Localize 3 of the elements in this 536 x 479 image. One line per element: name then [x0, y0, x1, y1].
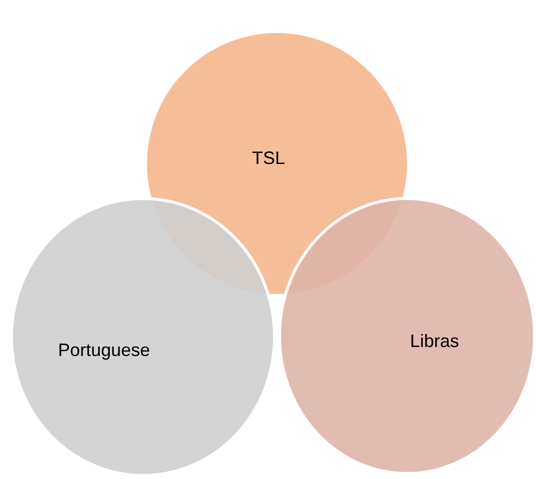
circle-label: Libras	[410, 331, 460, 352]
circle-label: TSL	[252, 148, 286, 169]
circle-label: Portuguese	[58, 340, 150, 361]
